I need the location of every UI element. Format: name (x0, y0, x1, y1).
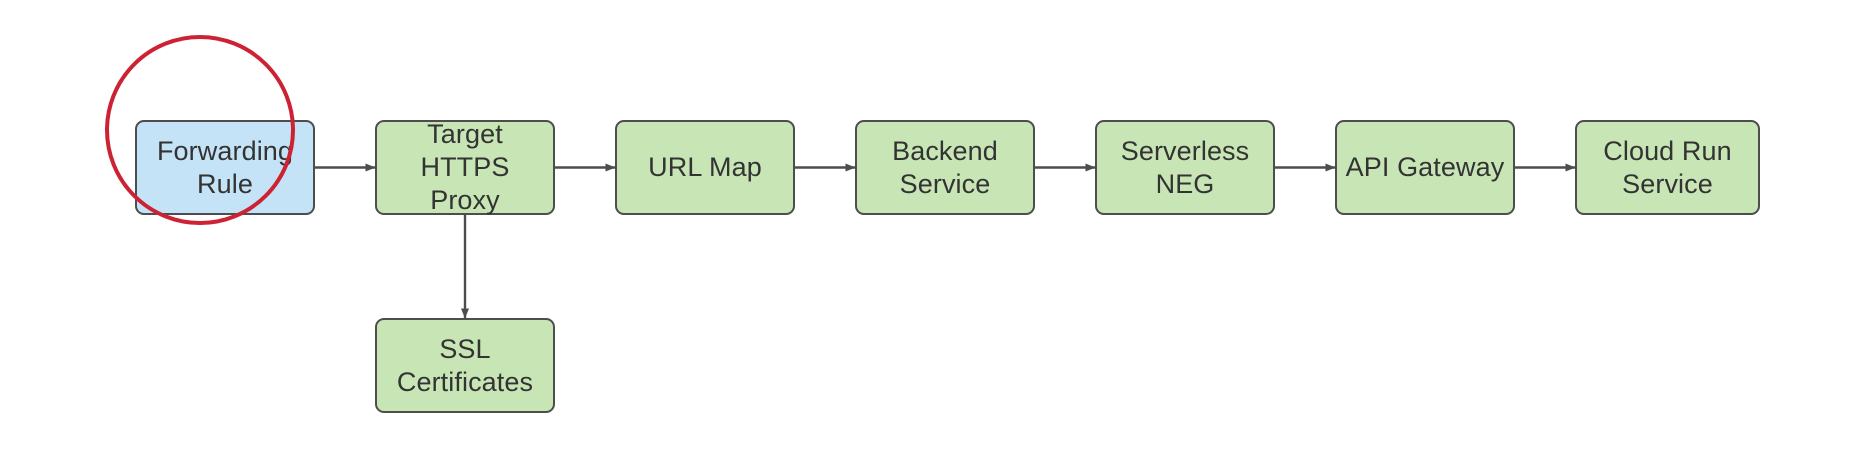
node-backend-service[interactable]: Backend Service (855, 120, 1035, 215)
node-api-gateway[interactable]: API Gateway (1335, 120, 1515, 215)
node-label-forwarding-rule: Forwarding Rule (156, 135, 294, 199)
node-label-cloud-run-service: Cloud Run Service (1603, 135, 1732, 199)
node-serverless-neg[interactable]: Serverless NEG (1095, 120, 1275, 215)
node-label-ssl-certificates: SSL Certificates (396, 333, 534, 397)
node-url-map[interactable]: URL Map (615, 120, 795, 215)
node-label-url-map: URL Map (648, 152, 762, 183)
node-cloud-run-service[interactable]: Cloud Run Service (1575, 120, 1760, 215)
node-target-https-proxy[interactable]: Target HTTPS Proxy (375, 119, 555, 215)
node-label-target-https-proxy: Target HTTPS Proxy (420, 119, 510, 215)
node-forwarding-rule[interactable]: Forwarding Rule (135, 120, 315, 215)
node-label-api-gateway: API Gateway (1345, 152, 1505, 183)
node-label-serverless-neg: Serverless NEG (1120, 135, 1250, 199)
node-label-backend-service: Backend Service (892, 135, 998, 199)
node-ssl-certificates[interactable]: SSL Certificates (375, 318, 555, 413)
